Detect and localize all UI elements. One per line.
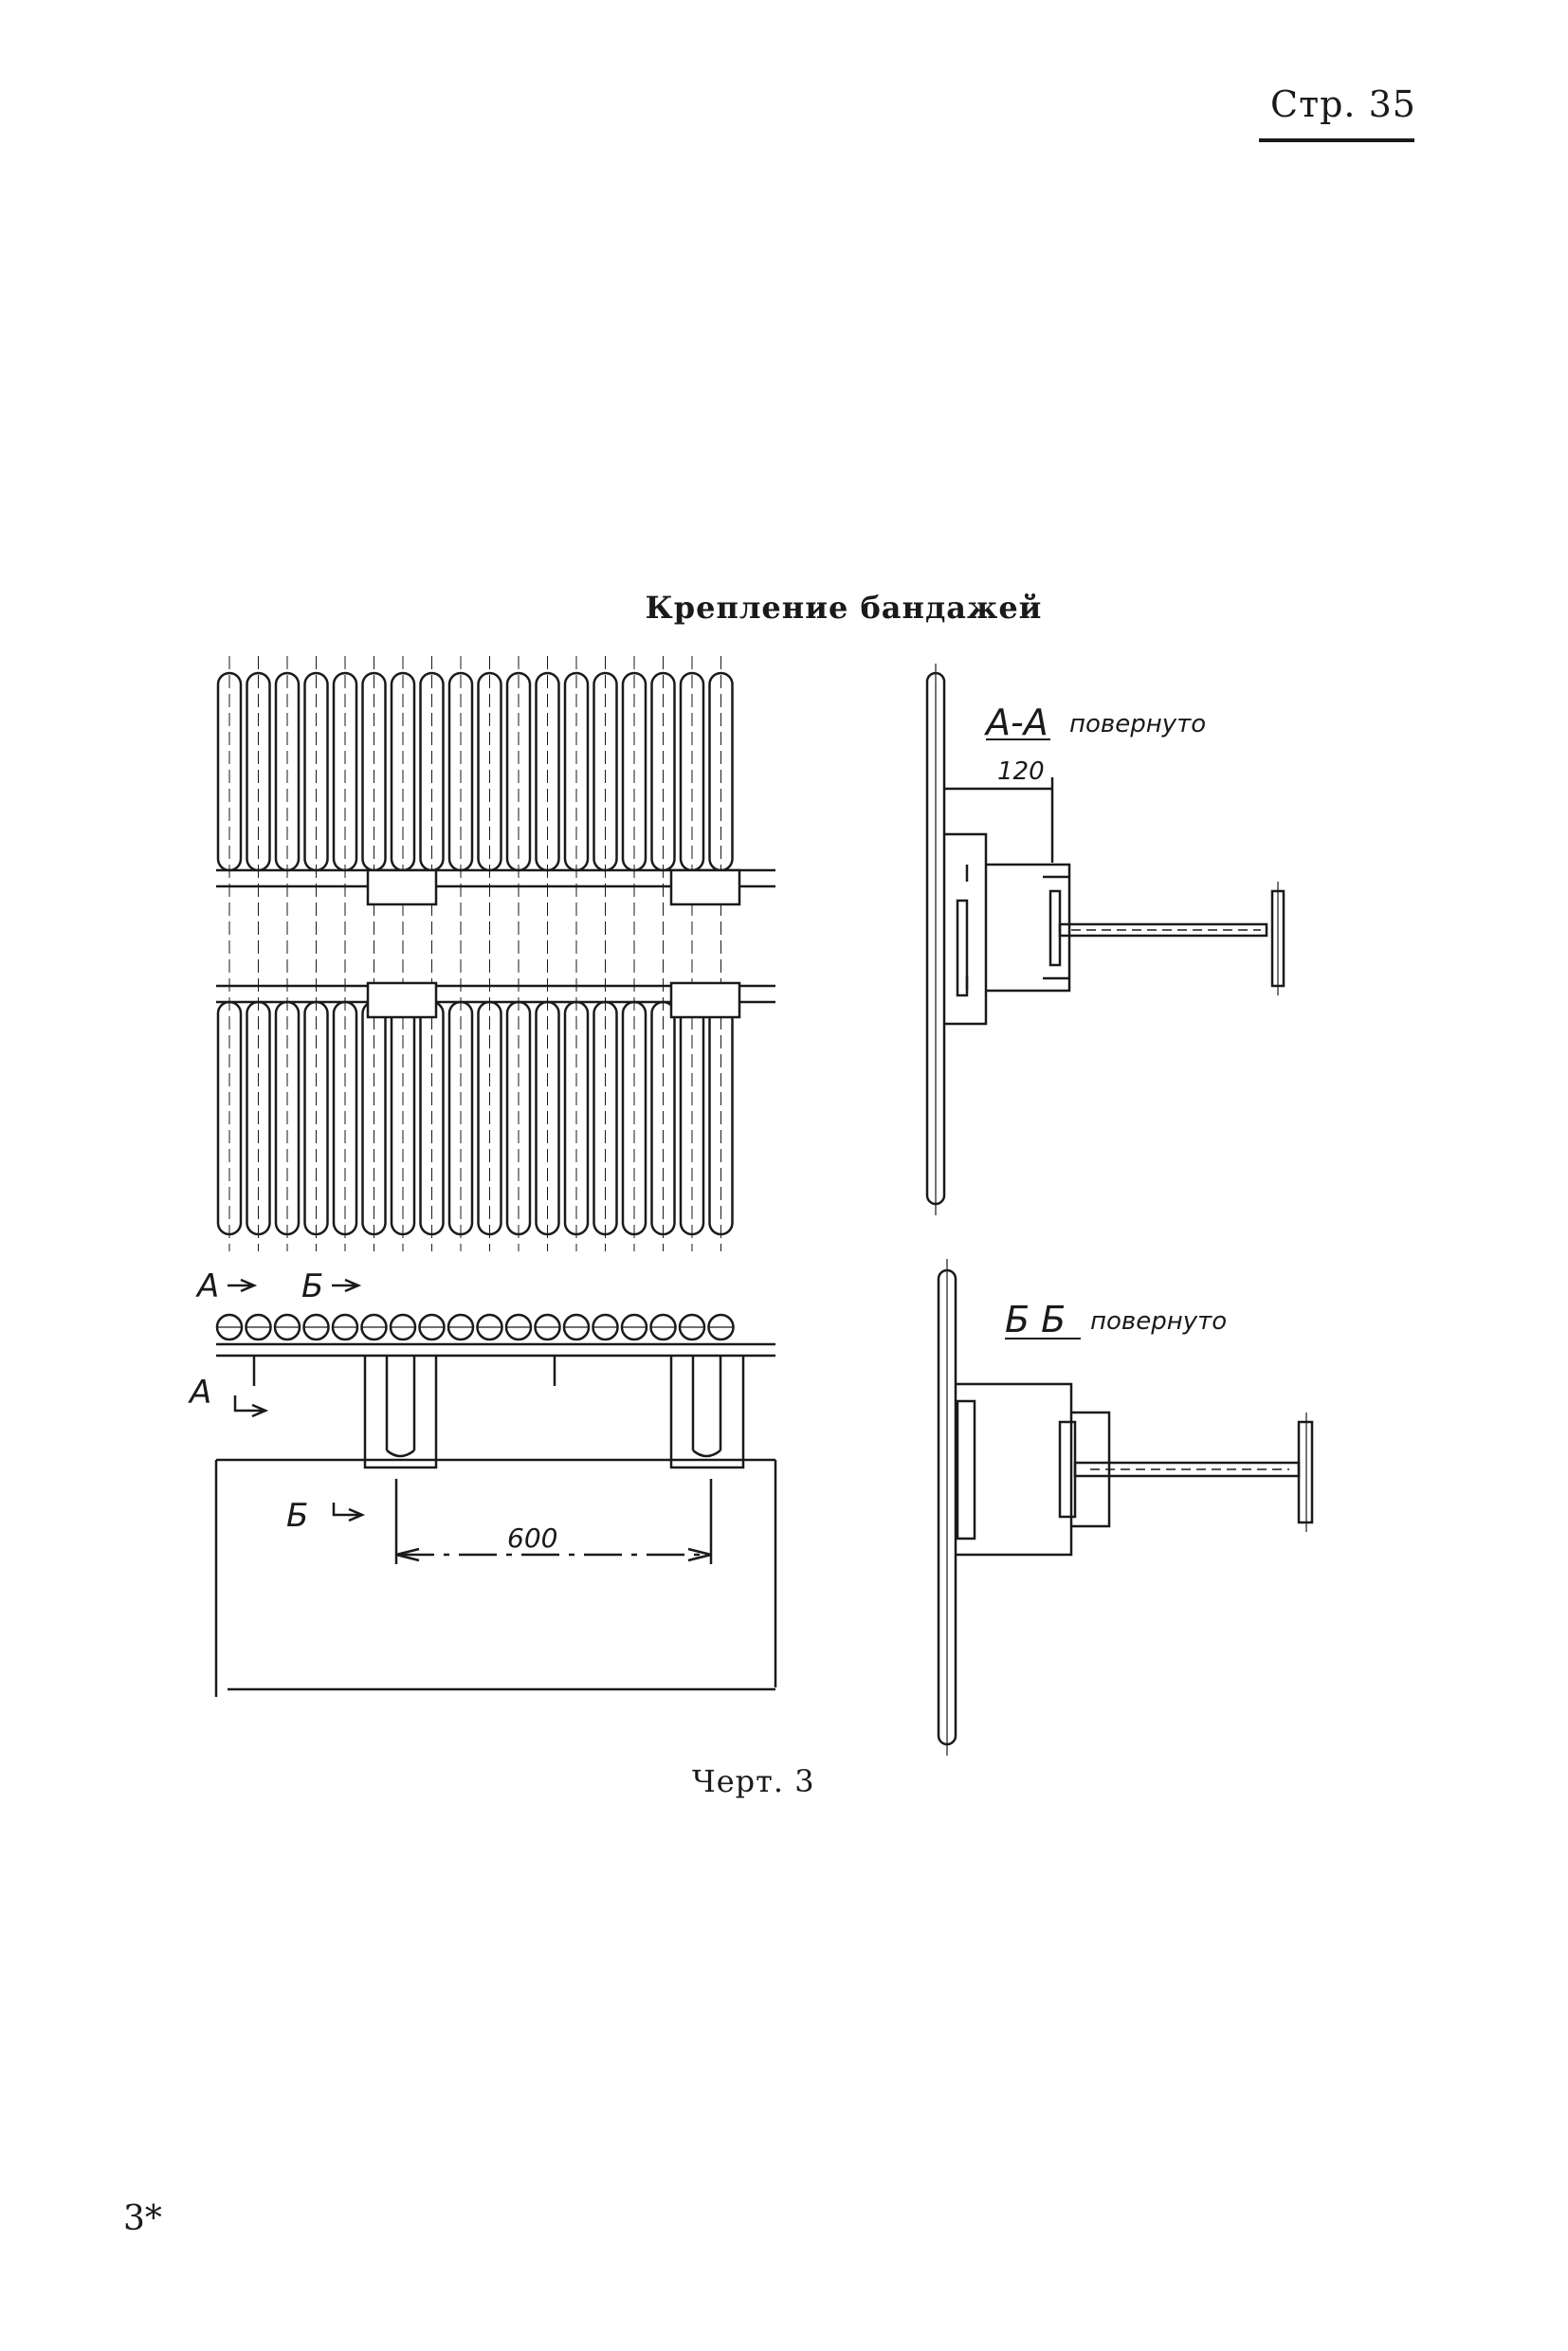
- section-bb-label: Б Б: [1005, 1299, 1066, 1340]
- plan-view-annotations: [228, 1278, 713, 1564]
- spacing-dimension: 600: [507, 1522, 557, 1554]
- plan-view-cross-section: [214, 1342, 777, 1697]
- section-bb-note: повернуто: [1090, 1307, 1227, 1336]
- bandage-clamp: [669, 868, 741, 906]
- page-number: Стр. 35: [1270, 83, 1416, 125]
- section-bb-view: [937, 1259, 1314, 1756]
- cut-label-a-top: А: [195, 1267, 219, 1305]
- section-aa-note: повернуто: [1069, 710, 1206, 738]
- cut-label-a-bottom: А: [188, 1374, 211, 1412]
- cut-label-b-top: Б: [301, 1267, 323, 1305]
- bandage-clamp: [366, 868, 438, 906]
- collector-bars: [216, 868, 775, 1004]
- cut-label-b-bottom: Б: [286, 1497, 308, 1535]
- page-number-underline: [1259, 138, 1414, 142]
- section-aa-label: А-А: [983, 702, 1048, 743]
- tube-cross-sections: [215, 1313, 735, 1341]
- section-aa-dimension: 120: [997, 757, 1045, 786]
- figure-title: Крепление бандажей: [645, 590, 1043, 626]
- signature-mark: 3*: [123, 2199, 162, 2238]
- section-aa-view: [925, 664, 1285, 1215]
- figure-caption: Черт. 3: [692, 1763, 815, 1799]
- front-view-tube-panel: [216, 656, 775, 1251]
- bandage-clamp: [669, 981, 741, 1019]
- bandage-clamp: [366, 981, 438, 1019]
